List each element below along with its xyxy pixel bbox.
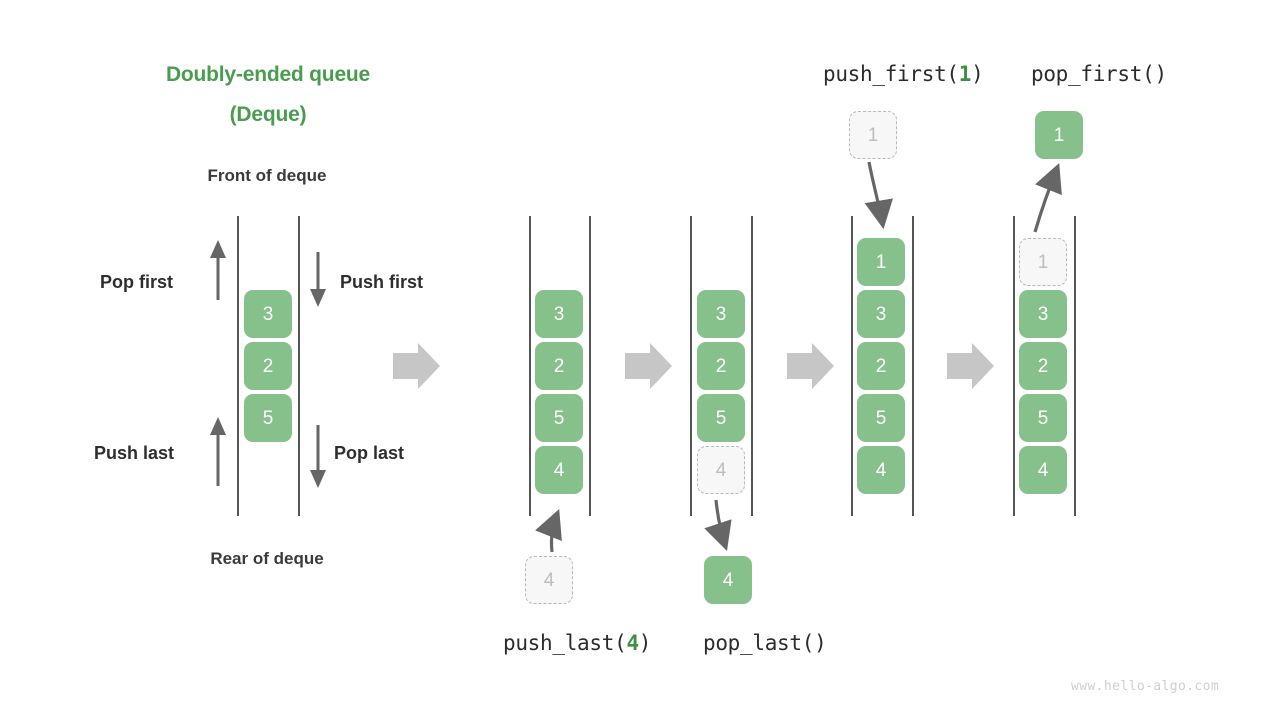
transition-arrow-icon — [625, 343, 672, 389]
push-last-label: Push last — [94, 443, 175, 463]
pop-last-flow-arrow-icon — [704, 499, 732, 552]
stack3-rail-left — [690, 216, 692, 516]
stack4-rail-left — [851, 216, 853, 516]
push-first-arrow-icon — [310, 252, 326, 307]
page-title-line1: Doubly-ended queue — [165, 63, 371, 86]
cell-5: 5 — [697, 394, 745, 442]
page-title-line2: (Deque) — [229, 103, 307, 126]
stack2-rail-right — [589, 216, 591, 516]
pop-first-result-cell: 1 — [1035, 111, 1083, 159]
cell-2: 2 — [857, 342, 905, 390]
cell-4: 4 — [535, 446, 583, 494]
pop-last-operation-label: pop_last() — [703, 629, 827, 657]
pop-first-operation-label: pop_first() — [1031, 60, 1167, 88]
cell-3: 3 — [1019, 290, 1067, 338]
stack5-rail-left — [1013, 216, 1015, 516]
transition-arrow-icon — [947, 343, 994, 389]
push-last-op-arg: 4 — [626, 631, 639, 655]
transition-arrow-icon — [393, 343, 440, 389]
cell-5: 5 — [1019, 394, 1067, 442]
stack3-rail-right — [751, 216, 753, 516]
push-last-op-name: push_last( — [503, 631, 627, 655]
push-last-operation-label: push_last(4) — [503, 629, 651, 657]
pop-first-ghost-cell: 1 — [1019, 238, 1067, 286]
cell-5: 5 — [244, 394, 292, 442]
cell-2: 2 — [244, 342, 292, 390]
pop-first-flow-arrow-icon — [1033, 163, 1062, 233]
deque-rail-left — [237, 216, 239, 516]
watermark: www.hello-algo.com — [1071, 679, 1220, 694]
front-of-deque-label: Front of deque — [207, 166, 327, 185]
pop-last-arrow-icon — [310, 425, 326, 488]
push-last-op-close: ) — [638, 631, 652, 655]
cell-3: 3 — [697, 290, 745, 338]
cell-4: 4 — [1019, 446, 1067, 494]
cell-3: 3 — [857, 290, 905, 338]
rear-of-deque-label: Rear of deque — [210, 549, 324, 568]
push-last-arrow-icon — [210, 417, 226, 486]
pop-first-op-close: ) — [1154, 62, 1167, 86]
push-last-flow-arrow-icon — [535, 509, 562, 553]
cell-2: 2 — [535, 342, 583, 390]
deque-rail-right — [298, 216, 300, 516]
cell-4: 4 — [857, 446, 905, 494]
cell-5: 5 — [857, 394, 905, 442]
pop-first-label: Pop first — [100, 272, 174, 292]
pop-last-label: Pop last — [334, 443, 405, 463]
pop-first-arrow-icon — [210, 240, 226, 300]
push-first-op-name: push_first( — [823, 62, 959, 86]
pop-last-op-name: pop_last( — [703, 631, 815, 655]
stack2-rail-left — [529, 216, 531, 516]
push-first-operation-label: push_first(1) — [823, 60, 984, 88]
push-first-op-close: ) — [971, 62, 984, 86]
transition-arrow-icon — [787, 343, 834, 389]
cell-1: 1 — [857, 238, 905, 286]
push-first-op-arg: 1 — [958, 62, 972, 86]
push-first-flow-arrow-icon — [864, 161, 893, 230]
push-first-source-cell: 1 — [849, 111, 897, 159]
push-last-source-cell: 4 — [525, 556, 573, 604]
pop-last-result-cell: 4 — [704, 556, 752, 604]
pop-last-op-close: ) — [814, 631, 827, 655]
stack5-rail-right — [1074, 216, 1076, 516]
pop-last-ghost-cell: 4 — [697, 446, 745, 494]
cell-3: 3 — [244, 290, 292, 338]
push-first-label: Push first — [340, 272, 424, 292]
cell-2: 2 — [697, 342, 745, 390]
pop-first-op-name: pop_first( — [1031, 62, 1155, 86]
cell-5: 5 — [535, 394, 583, 442]
cell-3: 3 — [535, 290, 583, 338]
stack4-rail-right — [912, 216, 914, 516]
cell-2: 2 — [1019, 342, 1067, 390]
